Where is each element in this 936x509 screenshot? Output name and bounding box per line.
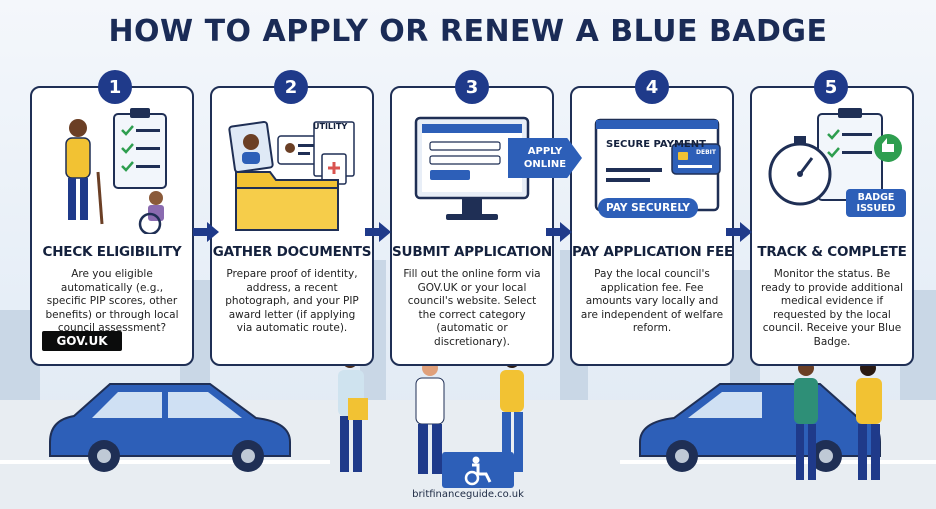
disabled-parking-icon — [442, 452, 514, 488]
step-body: Fill out the online form via GOV.UK or y… — [403, 268, 541, 348]
utility-label: UTILITY — [313, 122, 348, 131]
parking-line — [620, 460, 936, 464]
step-body: Prepare proof of identity, address, a re… — [225, 268, 359, 334]
step-number-2: 2 — [274, 70, 308, 104]
page-title: HOW TO APPLY OR RENEW A BLUE BADGE — [108, 14, 828, 49]
step-body: Are you eligible automatically (e.g., sp… — [45, 268, 179, 334]
step-card-3: SUBMIT APPLICATION Fill out the online f… — [390, 86, 554, 366]
step-card-5: TRACK & COMPLETE Monitor the status. Be … — [750, 86, 914, 366]
payment-card-icon — [671, 143, 721, 175]
parking-line — [0, 460, 330, 464]
eligibility-illustration — [38, 102, 186, 234]
step-card-4: PAY APPLICATION FEE Pay the local counci… — [570, 86, 734, 366]
folder-icon — [235, 171, 339, 231]
arrow-right-icon — [193, 222, 219, 242]
step-heading: TRACK & COMPLETE — [757, 244, 907, 260]
checklist-icon — [121, 125, 160, 172]
step-heading: SUBMIT APPLICATION — [392, 244, 552, 260]
apply-online-button[interactable]: APPLY ONLINE — [508, 138, 582, 178]
people-group — [338, 352, 524, 474]
arrow-right-icon — [365, 222, 391, 242]
pay-securely-button[interactable]: PAY SECURELY — [598, 198, 698, 218]
step-heading: CHECK ELIGIBILITY — [42, 244, 182, 260]
documents-illustration — [218, 102, 366, 234]
arrow-right-icon — [546, 222, 572, 242]
gov-uk-logo: GOV.UK — [42, 331, 122, 351]
step-number-3: 3 — [455, 70, 489, 104]
step-number-5: 5 — [814, 70, 848, 104]
step-card-1: CHECK ELIGIBILITY Are you eligible autom… — [30, 86, 194, 366]
arrow-right-icon — [726, 222, 752, 242]
debit-label: DEBIT — [696, 149, 716, 156]
tracking-illustration — [758, 102, 906, 234]
step-number-1: 1 — [98, 70, 132, 104]
secure-payment-label: SECURE PAYMENT — [606, 139, 706, 150]
badge-issued-label: BADGE ISSUED — [846, 189, 906, 217]
monitor-icon — [414, 116, 530, 220]
site-footer: britfinanceguide.co.uk — [412, 489, 524, 500]
monitor-illustration — [398, 102, 546, 234]
thumbs-up-icon — [874, 134, 902, 162]
car-left — [49, 383, 291, 472]
step-body: Monitor the status. Be ready to provide … — [761, 268, 903, 348]
people-pair — [794, 360, 882, 480]
step-card-2: GATHER DOCUMENTS Prepare proof of identi… — [210, 86, 374, 366]
payment-illustration — [578, 102, 726, 234]
step-heading: PAY APPLICATION FEE — [572, 244, 734, 260]
step-body: Pay the local council's application fee.… — [580, 268, 724, 334]
step-number-4: 4 — [635, 70, 669, 104]
step-heading: GATHER DOCUMENTS — [212, 244, 372, 260]
stopwatch-icon — [768, 136, 832, 206]
